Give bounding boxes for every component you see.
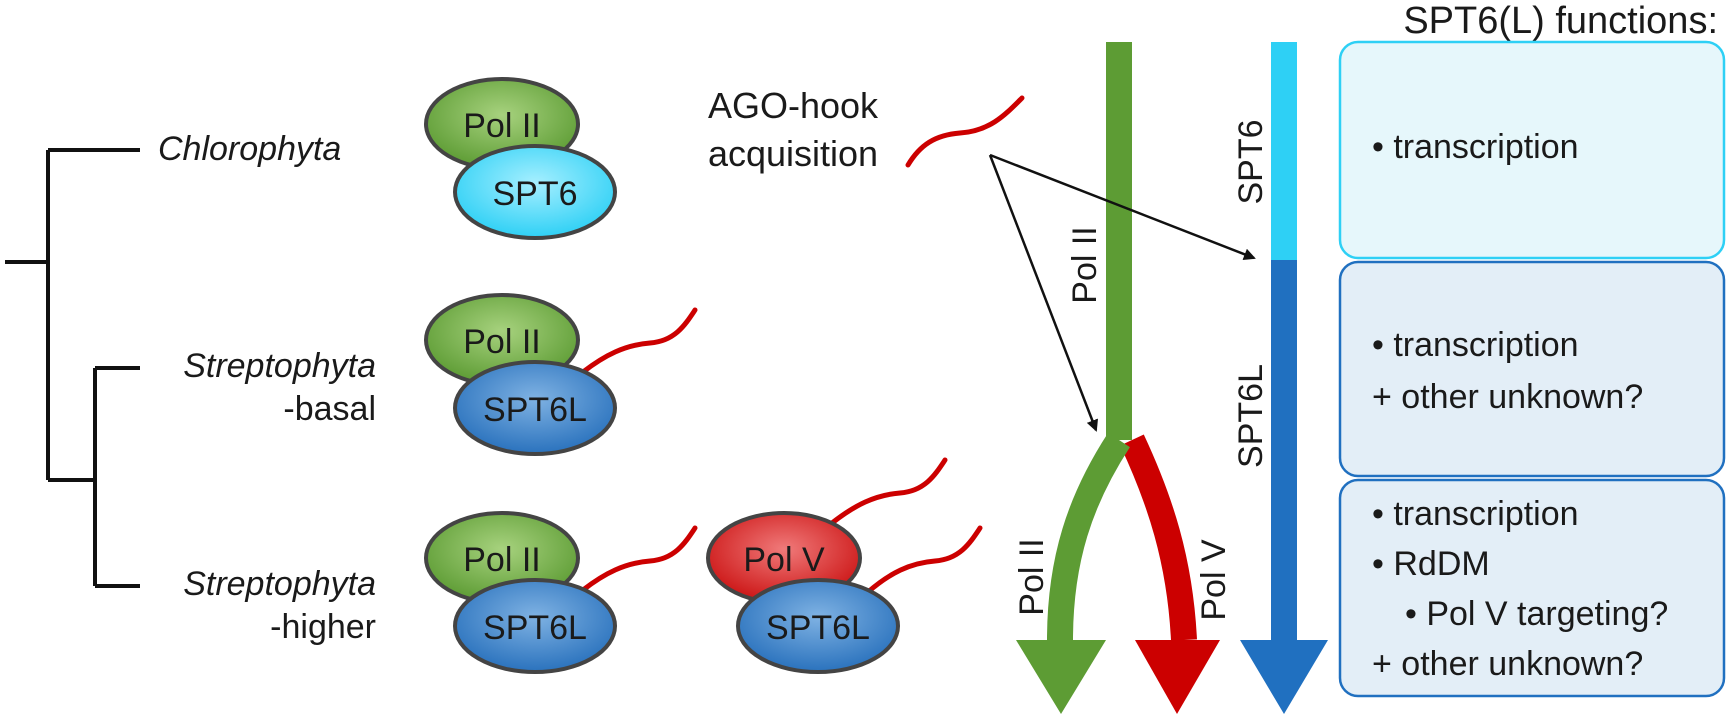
function-item: + other unknown?	[1372, 378, 1643, 416]
spt6l-label: SPT6L	[766, 609, 870, 647]
function-item: • transcription	[1372, 326, 1579, 364]
lineage-label-pol-ii-trunk: Pol II	[1066, 226, 1104, 303]
polymerase-lineage	[1016, 42, 1220, 714]
acquisition-arrows	[988, 153, 1256, 432]
spt6l-label: SPT6L	[483, 391, 587, 429]
function-box-spt6	[1338, 40, 1726, 260]
complex-chlorophyta: Pol II SPT6	[424, 77, 617, 240]
spt6l-ellipse	[736, 578, 900, 674]
ago-hook-tails	[580, 95, 1025, 595]
function-item: • RdDM	[1372, 545, 1490, 583]
function-box-spt6l-higher	[1338, 478, 1726, 698]
function-item: • Pol V targeting?	[1405, 595, 1668, 633]
arrow-to-pol-split	[988, 154, 1099, 432]
ago-hook-tail-polv-spt6l	[865, 525, 983, 595]
taxon-label-chlorophyta: Chlorophyta	[158, 130, 341, 168]
acquisition-label-line1: AGO-hook	[708, 85, 879, 126]
function-item: • transcription	[1372, 495, 1579, 533]
spt6l-ellipse	[453, 578, 617, 674]
pol-ii-trunk	[1106, 42, 1132, 440]
function-box-spt6l-basal	[1338, 260, 1726, 478]
lineage-label-pol-v-branch: Pol V	[1195, 539, 1233, 621]
function-item: + other unknown?	[1372, 645, 1643, 683]
spt6-ellipse	[453, 144, 617, 240]
lineage-label-spt6l: SPT6L	[1232, 364, 1270, 468]
complex-streptophyta-basal: Pol II SPT6L	[424, 293, 617, 456]
spt6l-segment	[1271, 260, 1297, 645]
pol-ii-label: Pol II	[463, 107, 540, 145]
ago-hook-tail-polv	[829, 457, 948, 526]
spt6l-ellipse	[453, 360, 617, 456]
phylogenetic-tree	[5, 148, 140, 588]
function-item: • transcription	[1372, 128, 1579, 166]
taxon-suffix-basal: -basal	[283, 390, 376, 428]
lineage-label-spt6: SPT6	[1232, 119, 1270, 204]
arrow-to-spt6l-origin	[989, 153, 1256, 260]
ago-hook-tail-higher-spt6l	[580, 525, 698, 593]
pol-ii-label: Pol II	[463, 541, 540, 579]
taxon-label-streptophyta-basal: Streptophyta	[183, 347, 376, 385]
lineage-label-pol-ii-branch: Pol II	[1013, 538, 1051, 615]
spt6l-label: SPT6L	[483, 609, 587, 647]
pol-v-label: Pol V	[743, 541, 825, 579]
acquisition-label-line2: acquisition	[708, 133, 878, 174]
complex-streptophyta-higher-pol2: Pol II SPT6L	[424, 511, 617, 674]
pol-ii-arrowhead	[1016, 640, 1106, 714]
spt6-label: SPT6	[492, 175, 577, 213]
taxon-suffix-higher: -higher	[270, 608, 376, 646]
functions-title: SPT6(L) functions:	[1403, 0, 1718, 42]
spt6-segment	[1271, 42, 1297, 260]
ago-hook-acquisition-icon	[905, 95, 1025, 168]
pol-ii-branch	[1047, 432, 1130, 641]
pol-ii-label: Pol II	[463, 323, 540, 361]
taxon-label-streptophyta-higher: Streptophyta	[183, 565, 376, 603]
spt6l-arrowhead	[1240, 640, 1328, 714]
pol-v-arrowhead	[1135, 640, 1220, 714]
ago-hook-tail-basal	[580, 307, 698, 375]
pol-v-branch	[1120, 434, 1197, 641]
complex-streptophyta-higher-pol5: Pol V SPT6L	[706, 511, 900, 674]
spt6-lineage	[1240, 42, 1328, 714]
